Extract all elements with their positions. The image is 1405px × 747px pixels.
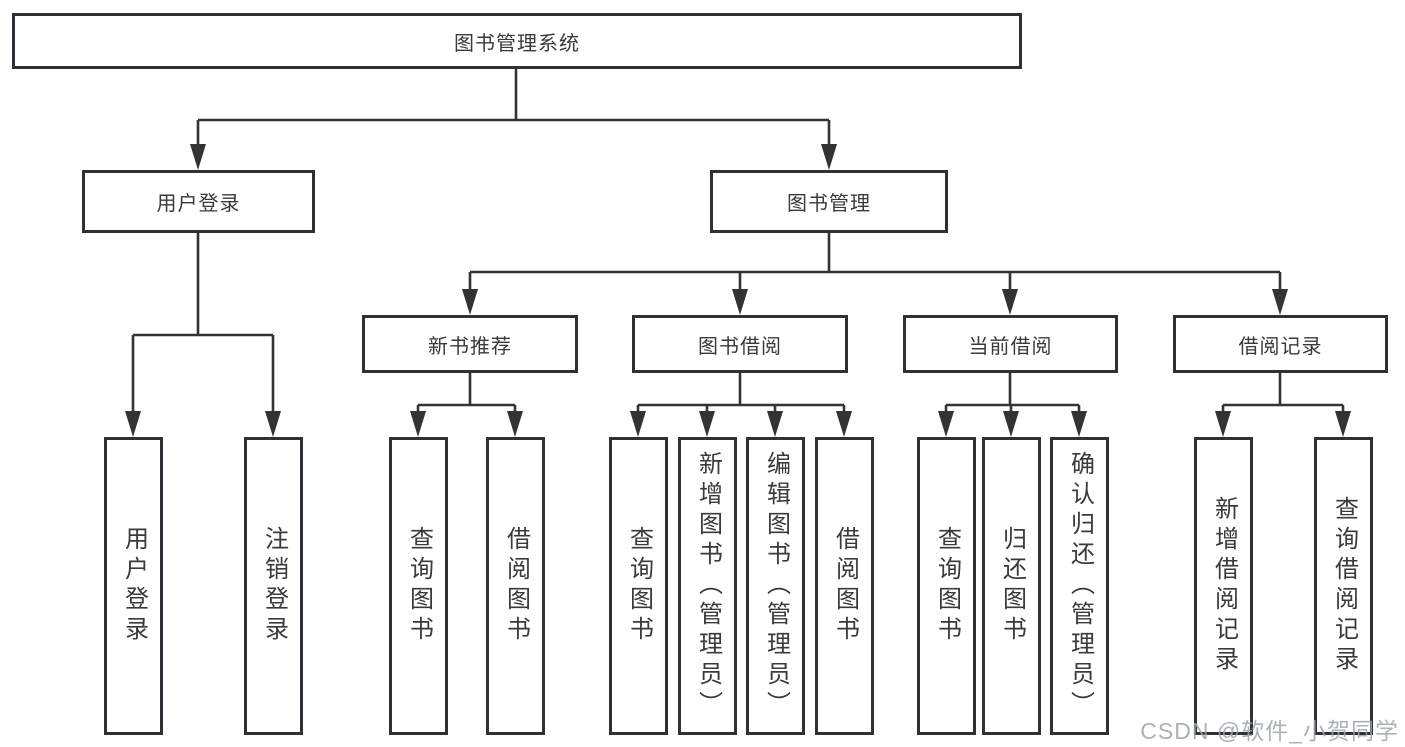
connector-current-borrowing-to-leaves xyxy=(944,373,1081,415)
leaf-query-books-current: 查询图书 xyxy=(917,437,976,735)
arrow-down-icon xyxy=(1071,411,1087,437)
node-library-management-system: 图书管理系统 xyxy=(12,13,1022,69)
leaf-logout: 注销登录 xyxy=(244,437,303,735)
arrow-down-icon xyxy=(1215,411,1231,437)
leaf-edit-book-admin: 编辑图书（管理员） xyxy=(746,437,805,735)
node-label: 新增借阅记录 xyxy=(1210,496,1238,676)
arrow-down-icon xyxy=(410,411,426,437)
arrow-down-icon xyxy=(1335,411,1351,437)
node-label: 借阅图书 xyxy=(502,526,530,646)
node-label: 新书推荐 xyxy=(428,335,512,358)
arrow-down-icon xyxy=(1002,289,1018,315)
leaf-user-login: 用户登录 xyxy=(104,437,163,735)
node-label: 查询图书 xyxy=(625,526,653,646)
connector-borrowing-records-to-leaves xyxy=(1221,373,1345,415)
node-user-login: 用户登录 xyxy=(82,170,315,233)
node-book-borrowing: 图书借阅 xyxy=(632,315,848,373)
connector-user-login-to-leaves xyxy=(131,233,275,413)
arrow-down-icon xyxy=(630,411,646,437)
node-label: 图书管理系统 xyxy=(454,32,580,55)
leaf-borrow-books-borrowing: 借阅图书 xyxy=(815,437,874,735)
connector-book-management-to-level3 xyxy=(468,233,1282,293)
arrow-down-icon xyxy=(462,289,478,315)
connector-book-borrowing-to-leaves xyxy=(636,373,846,415)
node-new-book-recommendation: 新书推荐 xyxy=(362,315,578,373)
leaf-query-books-borrowing: 查询图书 xyxy=(609,437,668,735)
node-label: 借阅图书 xyxy=(831,526,859,646)
node-label: 查询借阅记录 xyxy=(1330,496,1358,676)
arrow-down-icon xyxy=(1003,411,1019,437)
leaf-return-books: 归还图书 xyxy=(982,437,1041,735)
arrow-down-icon xyxy=(265,411,281,437)
node-label: 查询图书 xyxy=(933,526,961,646)
watermark-text: CSDN @软件_小贺同学 xyxy=(1140,718,1399,744)
node-label: 图书管理 xyxy=(787,193,871,215)
node-label: 图书借阅 xyxy=(698,335,782,358)
leaf-query-books-recommend: 查询图书 xyxy=(389,437,448,735)
leaf-add-book-admin: 新增图书（管理员） xyxy=(678,437,737,735)
node-label: 借阅记录 xyxy=(1238,335,1323,358)
node-label: 用户登录 xyxy=(120,526,148,646)
arrow-down-icon xyxy=(836,411,852,437)
leaf-add-borrow-record: 新增借阅记录 xyxy=(1194,437,1253,735)
arrow-down-icon xyxy=(190,144,206,170)
node-label: 编辑图书（管理员） xyxy=(762,451,790,721)
leaf-confirm-return-admin: 确认归还（管理员） xyxy=(1050,437,1109,735)
arrow-down-icon xyxy=(125,411,141,437)
connector-new-book-to-leaves xyxy=(416,373,517,415)
connector-root-to-level2 xyxy=(196,68,831,148)
node-current-borrowing: 当前借阅 xyxy=(903,315,1118,373)
node-borrowing-records: 借阅记录 xyxy=(1173,315,1388,373)
arrow-down-icon xyxy=(732,289,748,315)
arrow-down-icon xyxy=(938,411,954,437)
node-label: 当前借阅 xyxy=(968,335,1053,358)
node-label: 确认归还（管理员） xyxy=(1066,451,1094,721)
arrow-down-icon xyxy=(699,411,715,437)
arrow-down-icon xyxy=(1272,289,1288,315)
node-label: 注销登录 xyxy=(260,526,288,646)
leaf-borrow-books-recommend: 借阅图书 xyxy=(486,437,545,735)
node-label: 归还图书 xyxy=(998,526,1026,646)
node-book-management: 图书管理 xyxy=(710,170,948,233)
arrow-down-icon xyxy=(507,411,523,437)
leaf-query-borrow-record: 查询借阅记录 xyxy=(1314,437,1373,735)
arrow-down-icon xyxy=(821,144,837,170)
node-label: 新增图书（管理员） xyxy=(694,451,722,721)
arrow-down-icon xyxy=(767,411,783,437)
node-label: 查询图书 xyxy=(405,526,433,646)
node-label: 用户登录 xyxy=(156,193,241,215)
